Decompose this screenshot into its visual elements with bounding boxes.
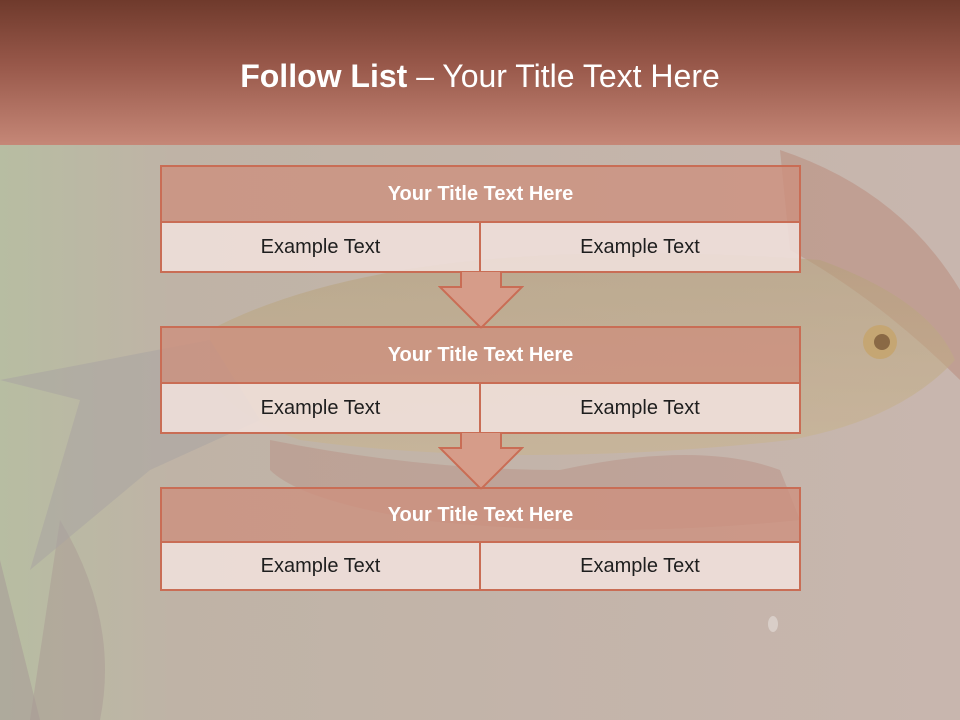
down-arrow-icon xyxy=(438,432,524,490)
block-cell-right: Example Text xyxy=(481,543,801,591)
block-cell-left: Example Text xyxy=(160,543,481,591)
slide-title: Follow List – Your Title Text Here xyxy=(0,56,960,96)
slide-title-rest: – Your Title Text Here xyxy=(407,58,720,94)
down-arrow-icon xyxy=(438,271,524,329)
block-cell-left: Example Text xyxy=(160,384,481,434)
block-row: Example Text Example Text xyxy=(160,543,801,591)
block-row: Example Text Example Text xyxy=(160,223,801,273)
block-cell-right: Example Text xyxy=(481,223,801,273)
block-title: Your Title Text Here xyxy=(160,165,801,223)
block-cell-left: Example Text xyxy=(160,223,481,273)
title-bar xyxy=(0,0,960,145)
block-title: Your Title Text Here xyxy=(160,487,801,543)
list-block-3: Your Title Text Here Example Text Exampl… xyxy=(160,487,801,591)
slide-title-bold: Follow List xyxy=(240,58,408,94)
block-row: Example Text Example Text xyxy=(160,384,801,434)
block-title: Your Title Text Here xyxy=(160,326,801,384)
list-block-2: Your Title Text Here Example Text Exampl… xyxy=(160,326,801,434)
list-block-1: Your Title Text Here Example Text Exampl… xyxy=(160,165,801,273)
block-cell-right: Example Text xyxy=(481,384,801,434)
